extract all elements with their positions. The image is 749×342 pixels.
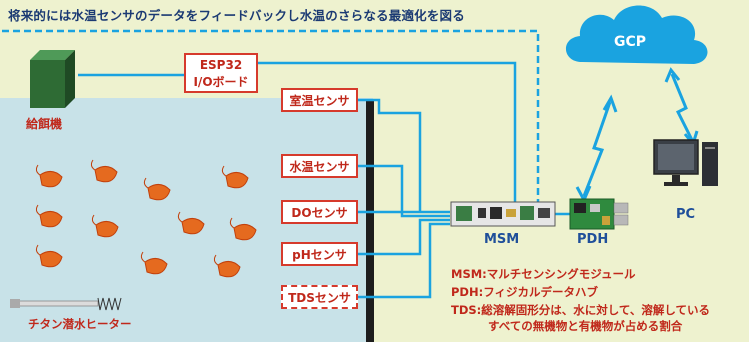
room-sensor-line — [358, 98, 422, 212]
do-sensor: DOセンサ — [281, 200, 358, 224]
room-temp-sensor: 室温センサ — [281, 88, 358, 112]
water-temp-sensor: 水温センサ — [281, 154, 358, 178]
msm-label: MSM — [484, 232, 520, 247]
io-board-line2: I/Oボード — [193, 75, 249, 89]
pc-icon — [653, 139, 718, 186]
msm-board-icon — [450, 201, 556, 227]
pdh-label: PDH — [577, 232, 609, 247]
gcp-pc-lightning — [670, 73, 694, 141]
pdh-board-icon — [569, 198, 629, 230]
feeder-icon — [30, 50, 75, 108]
io-board: ESP32 I/Oボード — [184, 53, 258, 93]
cloud-label: GCP — [614, 34, 647, 50]
water-sensor-line — [358, 164, 450, 218]
io-board-line1: ESP32 — [199, 58, 243, 72]
feeder-label: 給餌機 — [26, 117, 63, 131]
cloud-icon — [565, 5, 708, 64]
pc-label: PC — [676, 207, 696, 222]
shrimp-group — [35, 159, 257, 278]
legend-msm: MSM:マルチセンシングモジュール — [451, 267, 636, 281]
tds-sensor-line — [358, 222, 450, 299]
top-note: 将来的には水温センサのデータをフィードバックし水温のさらなる最適化を図る — [8, 8, 465, 23]
pdh-gcp-lightning — [582, 101, 612, 197]
heater-label: チタン潜水ヒーター — [28, 317, 132, 331]
ph-sensor: pHセンサ — [281, 242, 358, 266]
heater-icon — [10, 297, 122, 311]
legend-pdh: PDH:フィジカルデータハブ — [451, 285, 598, 299]
feedback-dashed-line — [2, 29, 540, 208]
tank-wall — [366, 100, 374, 342]
ph-sensor-line — [358, 218, 450, 256]
io-to-msm-line — [258, 61, 517, 207]
legend-tds-cont: すべての無機物と有機物が占める割合 — [488, 319, 683, 333]
legend-tds: TDS:総溶解固形分は、水に対して、溶解している — [451, 303, 711, 317]
tds-sensor: TDSセンサ — [281, 285, 358, 309]
